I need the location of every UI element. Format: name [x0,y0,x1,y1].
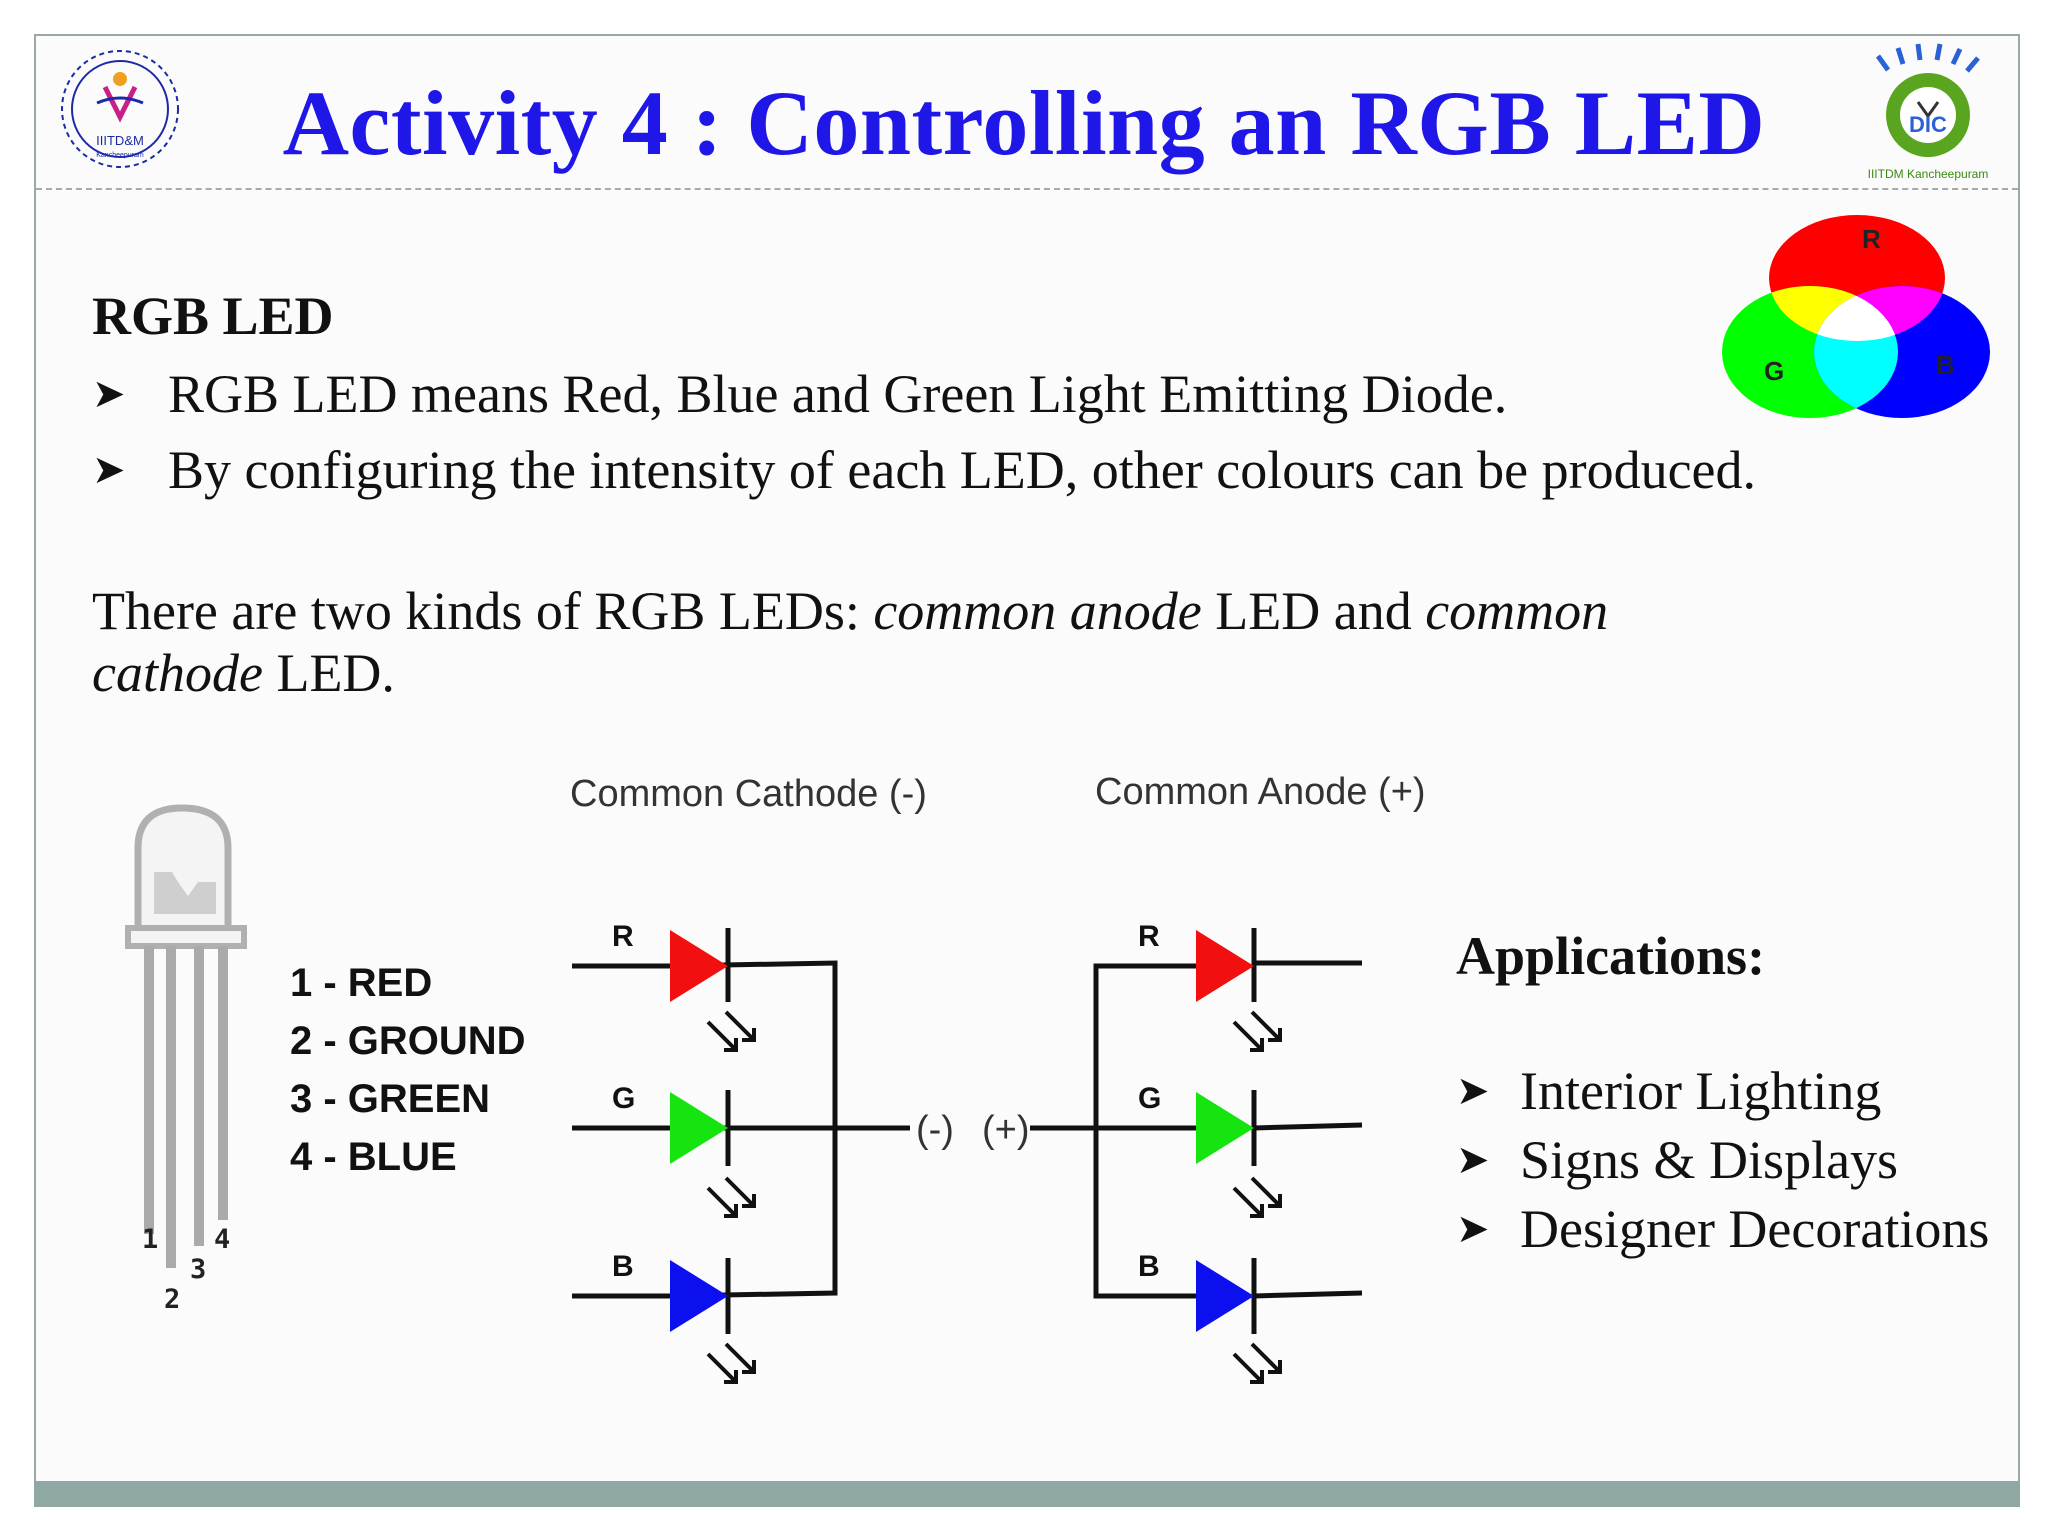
application-text: Interior Lighting [1520,1060,1882,1121]
pin-label-green: 3 - GREEN [290,1077,490,1121]
application-text: Signs & Displays [1520,1129,1899,1190]
applications-list: ➤ Interior Lighting ➤ Signs & Displays ➤… [1456,1056,1989,1263]
cathode-title: Common Cathode (-) [570,773,927,815]
slide-frame [34,34,2020,1507]
applications-heading: Applications: [1456,926,1766,986]
pin-label-blue: 4 - BLUE [290,1135,457,1179]
wheel-label-g: G [1764,356,1784,386]
pin-number-4: 4 [214,1224,230,1255]
dic-logo: DIC IIITDM Kancheepuram [1868,43,1989,181]
cathode-led-red [670,930,728,1002]
wheel-label-r: R [1862,224,1881,254]
section-heading: RGB LED [92,286,334,346]
cathode-led-blue [670,1260,728,1332]
cathode-label-g: G [612,1082,635,1115]
para-italic-1: common anode [873,581,1202,641]
application-text: Designer Decorations [1520,1198,1990,1259]
led-types-paragraph: There are two kinds of RGB LEDs: common … [92,580,1792,704]
right-logo-subtext: IIITDM Kancheepuram [1868,167,1989,181]
cathode-terminal: (-) [916,1109,954,1151]
list-item: ➤ Signs & Displays [1456,1125,1989,1194]
pin-number-2: 2 [164,1284,180,1315]
pin-number-1: 1 [142,1224,158,1255]
list-item: ➤ By configuring the intensity of each L… [92,432,1756,508]
cathode-label-r: R [612,920,634,953]
pin-label-ground: 2 - GROUND [290,1019,526,1063]
slide-title: Activity 4 : Controlling an RGB LED [282,72,1766,174]
cathode-led-green [670,1092,728,1164]
arrowhead-bullet-icon: ➤ [92,371,126,417]
anode-led-red [1196,930,1254,1002]
bullet-text: By configuring the intensity of each LED… [168,440,1757,500]
rgb-bullet-list: ➤ RGB LED means Red, Blue and Green Ligh… [92,356,1756,508]
pin-label-red: 1 - RED [290,961,432,1005]
cathode-label-b: B [612,1250,634,1283]
anode-led-blue [1196,1260,1254,1332]
arrowhead-bullet-icon: ➤ [1456,1067,1490,1114]
arrowhead-bullet-icon: ➤ [1456,1136,1490,1183]
bullet-text: RGB LED means Red, Blue and Green Light … [168,364,1508,424]
header-divider [36,188,2018,190]
wheel-label-b: B [1936,350,1955,380]
para-italic-2: common cathode [92,581,1609,703]
anode-label-b: B [1138,1250,1160,1283]
list-item: ➤ Designer Decorations [1456,1194,1989,1263]
list-item: ➤ Interior Lighting [1456,1056,1989,1125]
para-text-1: There are two kinds of RGB LEDs: [92,581,874,641]
iiitdm-logo: IIITD&M Kancheepuram [61,50,179,168]
arrowhead-bullet-icon: ➤ [1456,1205,1490,1252]
left-logo-text: IIITD&M [96,133,144,148]
anode-led-green [1196,1092,1254,1164]
footer-bar [34,1481,2020,1507]
anode-label-r: R [1138,920,1160,953]
left-logo-subtext: Kancheepuram [96,152,144,159]
rgb-led-pinout: 1 2 3 4 1 - RED 2 - GROUND 3 - GREEN 4 -… [125,804,526,1315]
arrowhead-bullet-icon: ➤ [92,447,126,493]
circuit-diagrams: Common Cathode (-) Common Anode (+) R G … [570,771,1426,1384]
list-item: ➤ RGB LED means Red, Blue and Green Ligh… [92,356,1756,432]
anode-title: Common Anode (+) [1095,771,1426,813]
para-text-2: LED and [1201,581,1426,641]
right-logo-text: DIC [1909,112,1947,137]
para-text-3: LED. [262,643,395,703]
anode-label-g: G [1138,1082,1161,1115]
pin-number-3: 3 [190,1254,206,1285]
anode-terminal: (+) [982,1109,1030,1151]
rgb-color-wheel: R G B [1722,215,1990,418]
